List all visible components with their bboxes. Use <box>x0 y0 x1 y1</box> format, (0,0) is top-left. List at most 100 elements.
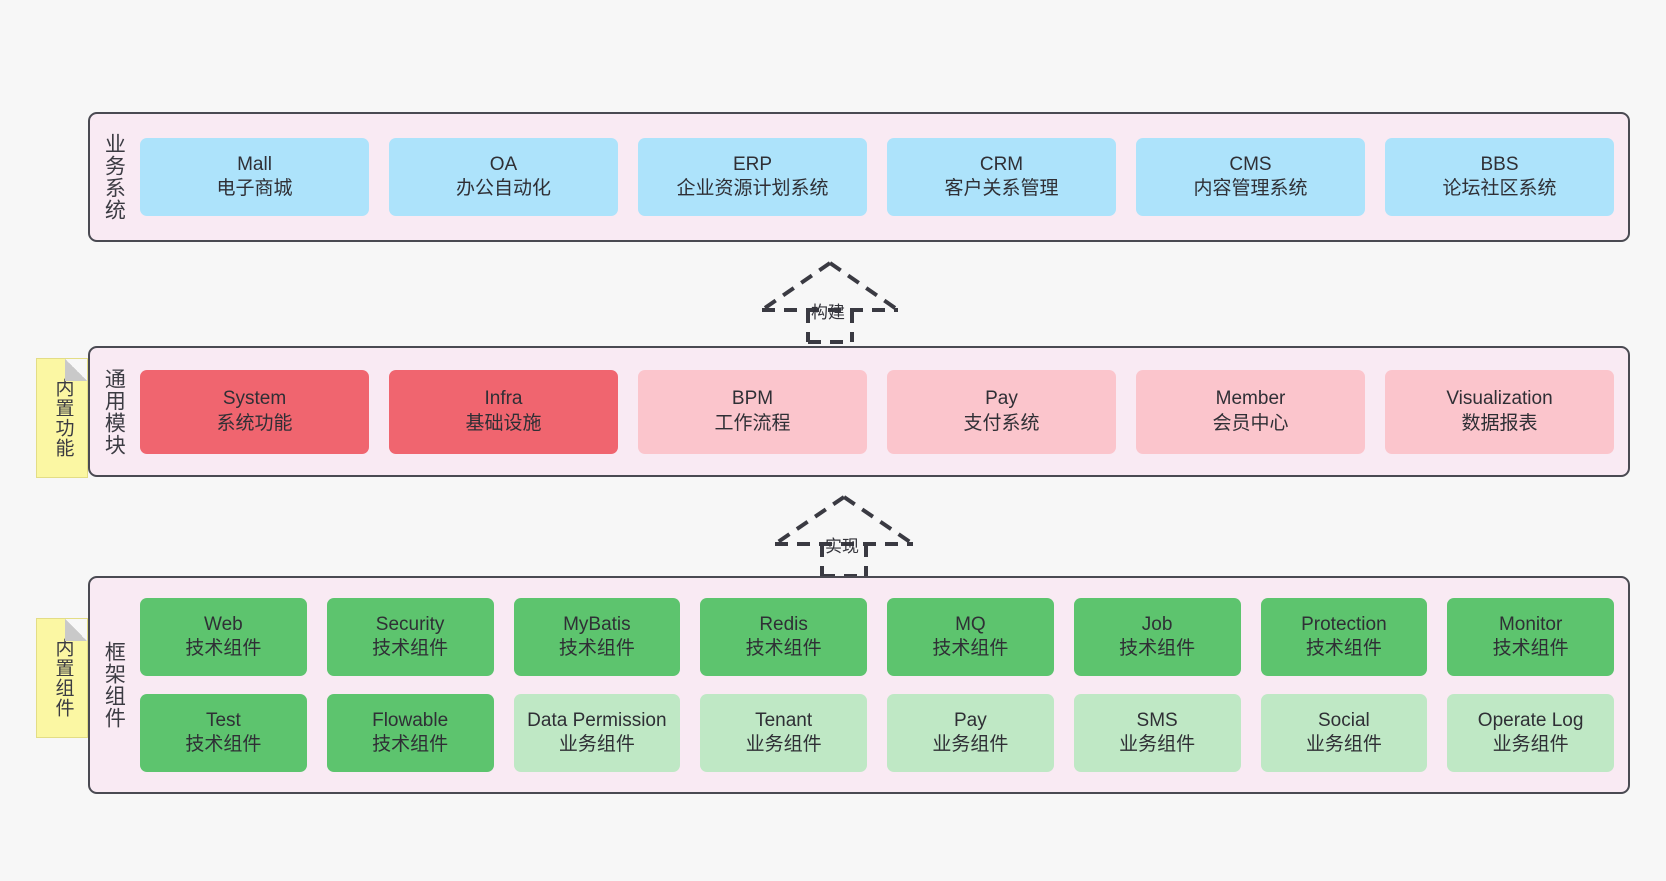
node-operate-log[interactable]: Operate Log 业务组件 <box>1447 694 1614 772</box>
node-cms[interactable]: CMS 内容管理系统 <box>1136 138 1365 216</box>
node-row: Test 技术组件 Flowable 技术组件 Data Permission … <box>140 694 1614 772</box>
node-cn-label: 业务组件 <box>745 734 822 755</box>
node-en-label: CRM <box>979 153 1024 175</box>
node-en-label: Member <box>1215 388 1286 410</box>
node-en-label: Security <box>375 613 445 635</box>
node-en-label: Data Permission <box>527 709 667 731</box>
node-system[interactable]: System 系统功能 <box>140 369 369 454</box>
node-job[interactable]: Job 技术组件 <box>1073 598 1241 676</box>
node-cn-label: 会员中心 <box>1212 412 1289 434</box>
node-en-label: Web <box>204 613 243 635</box>
node-en-label: SMS <box>1136 709 1178 731</box>
node-mybatis[interactable]: MyBatis 技术组件 <box>513 598 681 676</box>
connector-build-label: 构建 <box>811 303 845 322</box>
node-en-label: OA <box>489 153 518 175</box>
node-pay-component[interactable]: Pay 业务组件 <box>887 694 1054 772</box>
node-cn-label: 技术组件 <box>185 638 262 659</box>
node-member[interactable]: Member 会员中心 <box>1136 369 1365 454</box>
node-test[interactable]: Test 技术组件 <box>140 694 307 772</box>
node-en-label: Redis <box>759 613 808 635</box>
node-en-label: Protection <box>1301 613 1387 635</box>
node-cn-label: 技术组件 <box>745 638 822 659</box>
node-mq[interactable]: MQ 技术组件 <box>887 598 1054 676</box>
node-en-label: Monitor <box>1498 613 1563 635</box>
node-row: System 系统功能 Infra 基础设施 BPM 工作流程 Pay 支付系统… <box>140 369 1614 454</box>
node-web[interactable]: Web 技术组件 <box>140 598 307 676</box>
node-en-label: Operate Log <box>1477 709 1584 731</box>
dashed-up-arrow-icon <box>773 495 915 578</box>
connector-implement-label: 实现 <box>825 537 859 556</box>
layer-body-business: Mall 电子商城 OA 办公自动化 ERP 企业资源计划系统 CRM 客户关系… <box>136 114 1628 240</box>
layer-business-systems: 业务系统 Mall 电子商城 OA 办公自动化 ERP 企业资源计划系统 CRM… <box>88 112 1630 242</box>
note-label: 内置组件 <box>52 638 74 718</box>
connector-build-arrow: 构建 <box>755 258 905 344</box>
node-cn-label: 内容管理系统 <box>1193 178 1308 199</box>
node-redis[interactable]: Redis 技术组件 <box>700 598 867 676</box>
node-en-label: Infra <box>484 388 523 410</box>
node-en-label: System <box>222 388 287 410</box>
node-sms[interactable]: SMS 业务组件 <box>1073 694 1241 772</box>
node-row: Web 技术组件 Security 技术组件 MyBatis 技术组件 Redi… <box>140 598 1614 676</box>
node-cn-label: 技术组件 <box>372 734 449 755</box>
layer-body-common: System 系统功能 Infra 基础设施 BPM 工作流程 Pay 支付系统… <box>136 348 1628 475</box>
node-cn-label: 技术组件 <box>372 638 449 659</box>
note-label: 内置功能 <box>52 378 74 458</box>
node-protection[interactable]: Protection 技术组件 <box>1260 598 1428 676</box>
node-cn-label: 技术组件 <box>185 734 262 755</box>
node-en-label: Job <box>1141 613 1173 635</box>
note-builtin-features: 内置功能 <box>36 358 88 478</box>
node-cn-label: 办公自动化 <box>455 178 551 199</box>
dashed-up-arrow-icon <box>760 261 900 344</box>
node-bbs[interactable]: BBS 论坛社区系统 <box>1385 138 1614 216</box>
node-bpm[interactable]: BPM 工作流程 <box>638 369 867 454</box>
node-en-label: ERP <box>732 153 773 175</box>
layer-framework-components: 框架组件 Web 技术组件 Security 技术组件 MyBatis 技术组件… <box>88 576 1630 794</box>
layer-title-business: 业务系统 <box>102 133 126 221</box>
node-monitor[interactable]: Monitor 技术组件 <box>1447 598 1614 676</box>
node-cn-label: 技术组件 <box>1492 638 1569 659</box>
node-data-permission[interactable]: Data Permission 业务组件 <box>513 694 681 772</box>
node-cn-label: 数据报表 <box>1461 412 1538 434</box>
node-infra[interactable]: Infra 基础设施 <box>389 369 618 454</box>
node-oa[interactable]: OA 办公自动化 <box>389 138 618 216</box>
node-erp[interactable]: ERP 企业资源计划系统 <box>638 138 867 216</box>
node-cn-label: 基础设施 <box>465 412 542 434</box>
node-social[interactable]: Social 业务组件 <box>1260 694 1428 772</box>
layer-common-modules: 通用模块 System 系统功能 Infra 基础设施 BPM 工作流程 Pay… <box>88 346 1630 477</box>
node-cn-label: 企业资源计划系统 <box>676 178 829 199</box>
node-en-label: MQ <box>955 613 986 635</box>
node-en-label: Visualization <box>1446 388 1553 410</box>
node-en-label: BBS <box>1480 153 1519 175</box>
node-en-label: Tenant <box>755 709 813 731</box>
node-mall[interactable]: Mall 电子商城 <box>140 138 369 216</box>
node-visualization[interactable]: Visualization 数据报表 <box>1385 369 1614 454</box>
node-en-label: Test <box>205 709 241 731</box>
node-tenant[interactable]: Tenant 业务组件 <box>700 694 867 772</box>
layer-title-common: 通用模块 <box>102 367 126 456</box>
node-flowable[interactable]: Flowable 技术组件 <box>326 694 494 772</box>
node-crm[interactable]: CRM 客户关系管理 <box>887 138 1116 216</box>
node-en-label: BPM <box>731 388 774 410</box>
node-cn-label: 工作流程 <box>714 412 791 434</box>
node-cn-label: 技术组件 <box>932 638 1009 659</box>
node-cn-label: 业务组件 <box>558 734 635 755</box>
layer-body-framework: Web 技术组件 Security 技术组件 MyBatis 技术组件 Redi… <box>136 578 1628 792</box>
node-cn-label: 技术组件 <box>1119 638 1196 659</box>
node-en-label: MyBatis <box>563 613 631 635</box>
node-cn-label: 业务组件 <box>1492 734 1569 755</box>
node-cn-label: 论坛社区系统 <box>1442 178 1557 199</box>
node-cn-label: 客户关系管理 <box>944 178 1059 199</box>
node-row: Mall 电子商城 OA 办公自动化 ERP 企业资源计划系统 CRM 客户关系… <box>140 138 1614 216</box>
layer-title-framework: 框架组件 <box>102 641 126 729</box>
node-cn-label: 技术组件 <box>1305 638 1382 659</box>
connector-implement-arrow: 实现 <box>768 492 920 578</box>
node-pay[interactable]: Pay 支付系统 <box>887 369 1116 454</box>
node-cn-label: 系统功能 <box>216 412 293 434</box>
node-cn-label: 支付系统 <box>963 412 1040 434</box>
node-en-label: Pay <box>985 388 1018 410</box>
node-security[interactable]: Security 技术组件 <box>326 598 494 676</box>
node-cn-label: 业务组件 <box>932 734 1009 755</box>
node-cn-label: 业务组件 <box>1305 734 1382 755</box>
node-en-label: Social <box>1318 709 1370 731</box>
